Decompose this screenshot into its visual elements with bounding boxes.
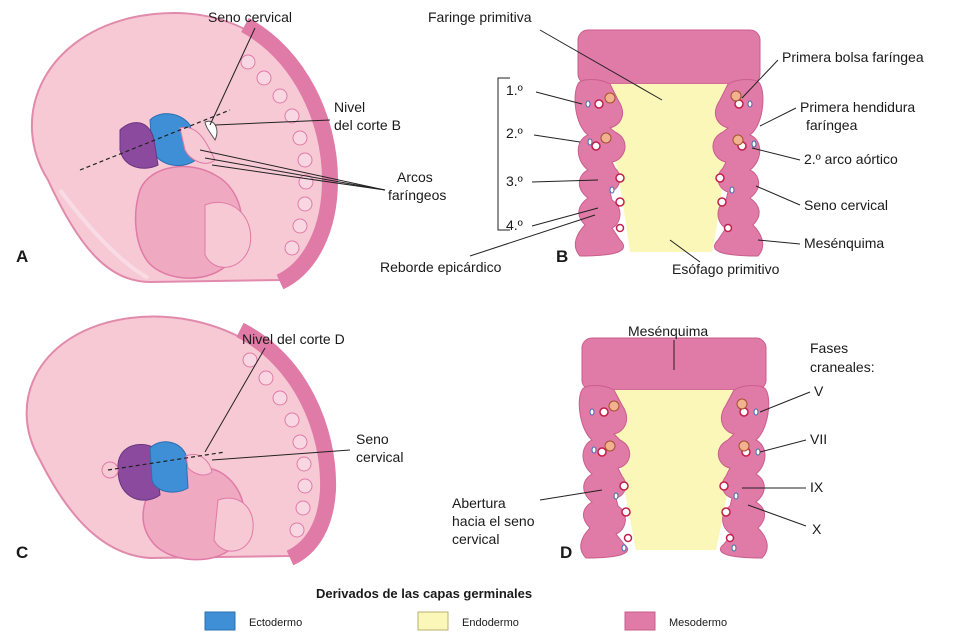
mesenquima-b-label: Mesénquima bbox=[804, 235, 884, 251]
section-b bbox=[575, 30, 763, 256]
seno-cervical-b-label: Seno cervical bbox=[804, 197, 888, 213]
nerve-vii-label: VII bbox=[810, 431, 827, 447]
fases-label-1: Fases bbox=[810, 340, 848, 356]
arch-number-1: 1.º bbox=[506, 82, 523, 98]
faringe-label: Faringe primitiva bbox=[428, 9, 532, 25]
arch-number-2: 2.º bbox=[506, 125, 523, 141]
nivel-d-label: Nivel del corte D bbox=[242, 331, 345, 347]
legend-title: Derivados de las capas germinales bbox=[316, 586, 532, 601]
legend: Derivados de las capas germinales Ectode… bbox=[205, 586, 727, 630]
esofago-label: Esófago primitivo bbox=[672, 261, 780, 277]
legend-label-ectodermo: Ectodermo bbox=[249, 617, 302, 629]
legend-swatch-mesodermo bbox=[625, 612, 655, 630]
nerve-v-label: V bbox=[814, 383, 824, 399]
nerve-ix-label: IX bbox=[810, 479, 824, 495]
seno-cervical-a-label: Seno cervical bbox=[208, 9, 292, 25]
primera-bolsa-label: Primera bolsa faríngea bbox=[782, 49, 924, 65]
seno-c-label-2: cervical bbox=[356, 449, 403, 465]
nerve-x-label: X bbox=[812, 521, 822, 537]
arco-aortico-label: 2.º arco aórtico bbox=[804, 151, 898, 167]
primera-hendidura-label-2: faríngea bbox=[806, 117, 858, 133]
legend-label-mesodermo: Mesodermo bbox=[669, 617, 727, 629]
embryo-a bbox=[32, 13, 330, 282]
nivel-b-label-1: Nivel bbox=[334, 99, 365, 115]
panel-d-label: D bbox=[560, 543, 572, 562]
panel-a-label: A bbox=[16, 247, 28, 266]
arch-number-3: 3.º bbox=[506, 173, 523, 189]
reborde-label: Reborde epicárdico bbox=[380, 259, 502, 275]
panel-c-label: C bbox=[16, 543, 28, 562]
mesenquima-d-label: Mesénquima bbox=[628, 323, 708, 339]
seno-c-label-1: Seno bbox=[356, 431, 389, 447]
panel-b-label: B bbox=[556, 247, 568, 266]
arcos-label-2: faríngeos bbox=[388, 187, 446, 203]
embryo-c bbox=[27, 317, 328, 560]
legend-swatch-ectodermo bbox=[205, 612, 235, 630]
arcos-label-1: Arcos bbox=[397, 169, 433, 185]
fases-label-2: craneales: bbox=[810, 359, 875, 375]
abertura-label-2: hacia el seno bbox=[452, 513, 535, 529]
nivel-b-label-2: del corte B bbox=[334, 117, 401, 133]
section-d bbox=[579, 338, 769, 558]
arch-number-4: 4.º bbox=[506, 217, 523, 233]
abertura-label-3: cervical bbox=[452, 531, 499, 547]
abertura-label-1: Abertura bbox=[452, 495, 506, 511]
legend-swatch-endodermo bbox=[418, 612, 448, 630]
legend-label-endodermo: Endodermo bbox=[462, 617, 519, 629]
primera-hendidura-label-1: Primera hendidura bbox=[800, 99, 915, 115]
